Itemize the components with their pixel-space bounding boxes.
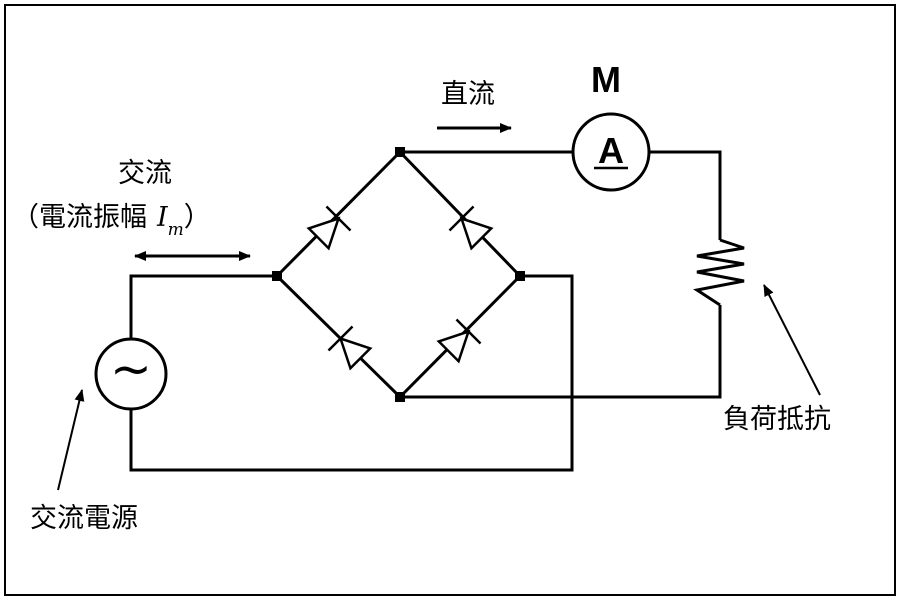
bridge-diamond <box>275 150 522 399</box>
ac-amplitude-close: ） <box>183 202 211 233</box>
ammeter-symbol: A <box>598 130 624 171</box>
node-bottom <box>395 392 405 402</box>
ammeter-circle <box>571 112 651 192</box>
wires <box>129 150 722 472</box>
ac-amplitude-symbol: I <box>157 202 168 233</box>
load-resistor-zigzag <box>693 238 745 307</box>
outer-frame <box>4 4 896 596</box>
diode-upper-left <box>306 205 352 251</box>
junction-nodes <box>272 147 525 402</box>
ac-source-label: 交流電源 <box>30 503 138 534</box>
ac-amplitude-subscript: m <box>167 220 184 240</box>
diode-upper-right <box>448 205 494 251</box>
ac-source-pointer-arrow <box>57 389 85 491</box>
meter-name-label: M <box>591 59 621 100</box>
load-resistor-label: 負荷抵抗 <box>723 404 831 435</box>
dc-label: 直流 <box>441 79 495 110</box>
ac-amplitude-text: （電流振幅 <box>12 202 147 233</box>
node-right <box>515 271 525 281</box>
diode-lower-left <box>327 325 373 371</box>
wire-dc-return <box>400 305 722 399</box>
node-left <box>272 271 282 281</box>
ac-source-circle <box>94 337 168 411</box>
diode-lower-right <box>436 318 482 364</box>
load-resistor-pointer-arrow <box>763 284 821 396</box>
ac-source-symbol: ~ <box>110 340 152 398</box>
ac-label: 交流 <box>118 158 172 189</box>
ac-amplitude-label: （電流振幅 Im） <box>12 202 211 239</box>
node-top <box>395 147 405 157</box>
wire-ac-top <box>129 274 277 340</box>
wire-ac-bottom <box>129 274 574 472</box>
wire-dc-meter-to-resistor <box>649 150 722 240</box>
